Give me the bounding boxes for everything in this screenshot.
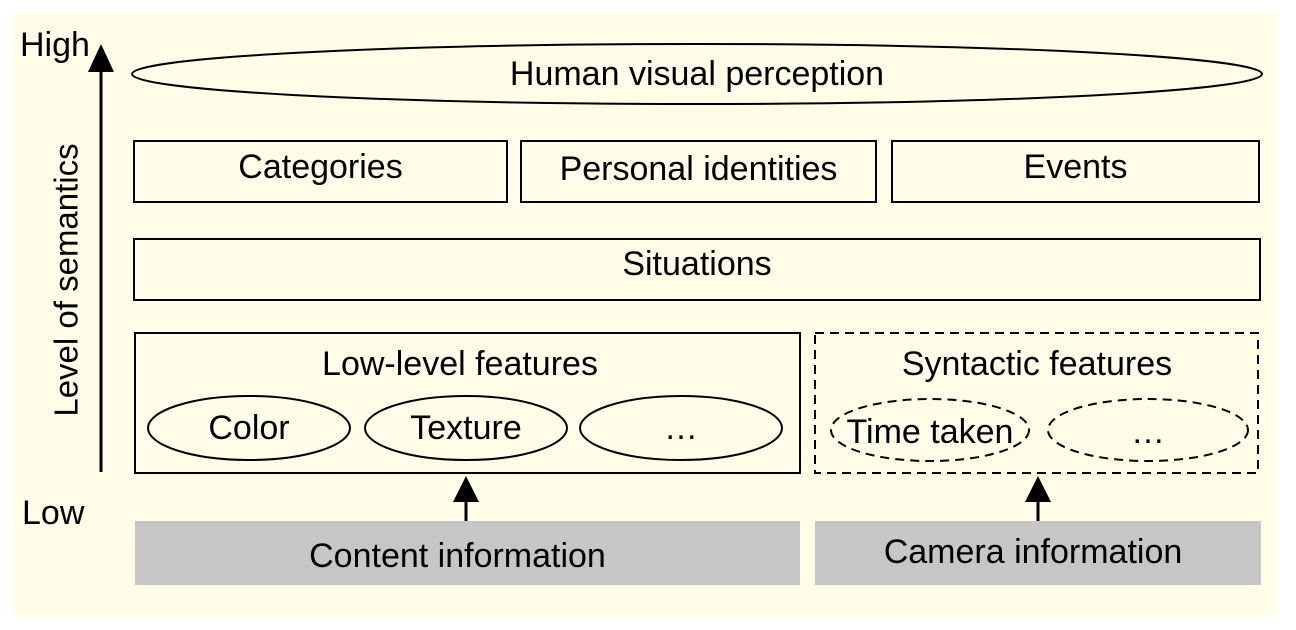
content-arrowhead — [453, 476, 479, 502]
syntactic-more-label: … — [1131, 413, 1165, 451]
content-information-box — [135, 521, 800, 585]
human-perception-ellipse — [131, 43, 1263, 105]
situations-label: Situations — [622, 245, 772, 283]
camera-information-box — [815, 521, 1261, 585]
personal-identities-label: Personal identities — [559, 150, 838, 188]
low-level-features-title: Low-level features — [322, 345, 598, 383]
syntactic-features-title: Syntactic features — [901, 345, 1173, 383]
camera-information-label: Camera information — [883, 533, 1183, 571]
color-ellipse — [147, 395, 351, 461]
content-information-label: Content information — [309, 537, 606, 575]
syntactic-more-ellipse — [1047, 398, 1249, 462]
low-level-more-ellipse — [579, 395, 783, 461]
color-label: Color — [208, 409, 290, 447]
low-level-more-label: … — [664, 409, 698, 447]
categories-box — [133, 140, 508, 203]
axis-high-label: High — [20, 26, 90, 64]
time-taken-label: Time taken — [846, 413, 1014, 451]
time-taken-ellipse — [830, 398, 1030, 462]
situations-box — [133, 238, 1261, 301]
events-box — [891, 140, 1260, 203]
personal-identities-box — [520, 140, 877, 203]
events-label: Events — [1023, 148, 1128, 186]
axis-low-label: Low — [22, 494, 85, 532]
axis-y-label: Level of semantics — [47, 143, 85, 417]
categories-label: Categories — [238, 148, 403, 186]
low-level-features-box — [134, 332, 801, 474]
texture-ellipse — [364, 395, 568, 461]
human-perception-label: Human visual perception — [509, 55, 885, 93]
diagram-background — [14, 13, 1278, 617]
semantics-axis-arrowhead — [88, 44, 114, 72]
syntactic-features-box — [814, 332, 1259, 474]
camera-arrowhead — [1025, 476, 1051, 502]
texture-label: Texture — [410, 409, 522, 447]
